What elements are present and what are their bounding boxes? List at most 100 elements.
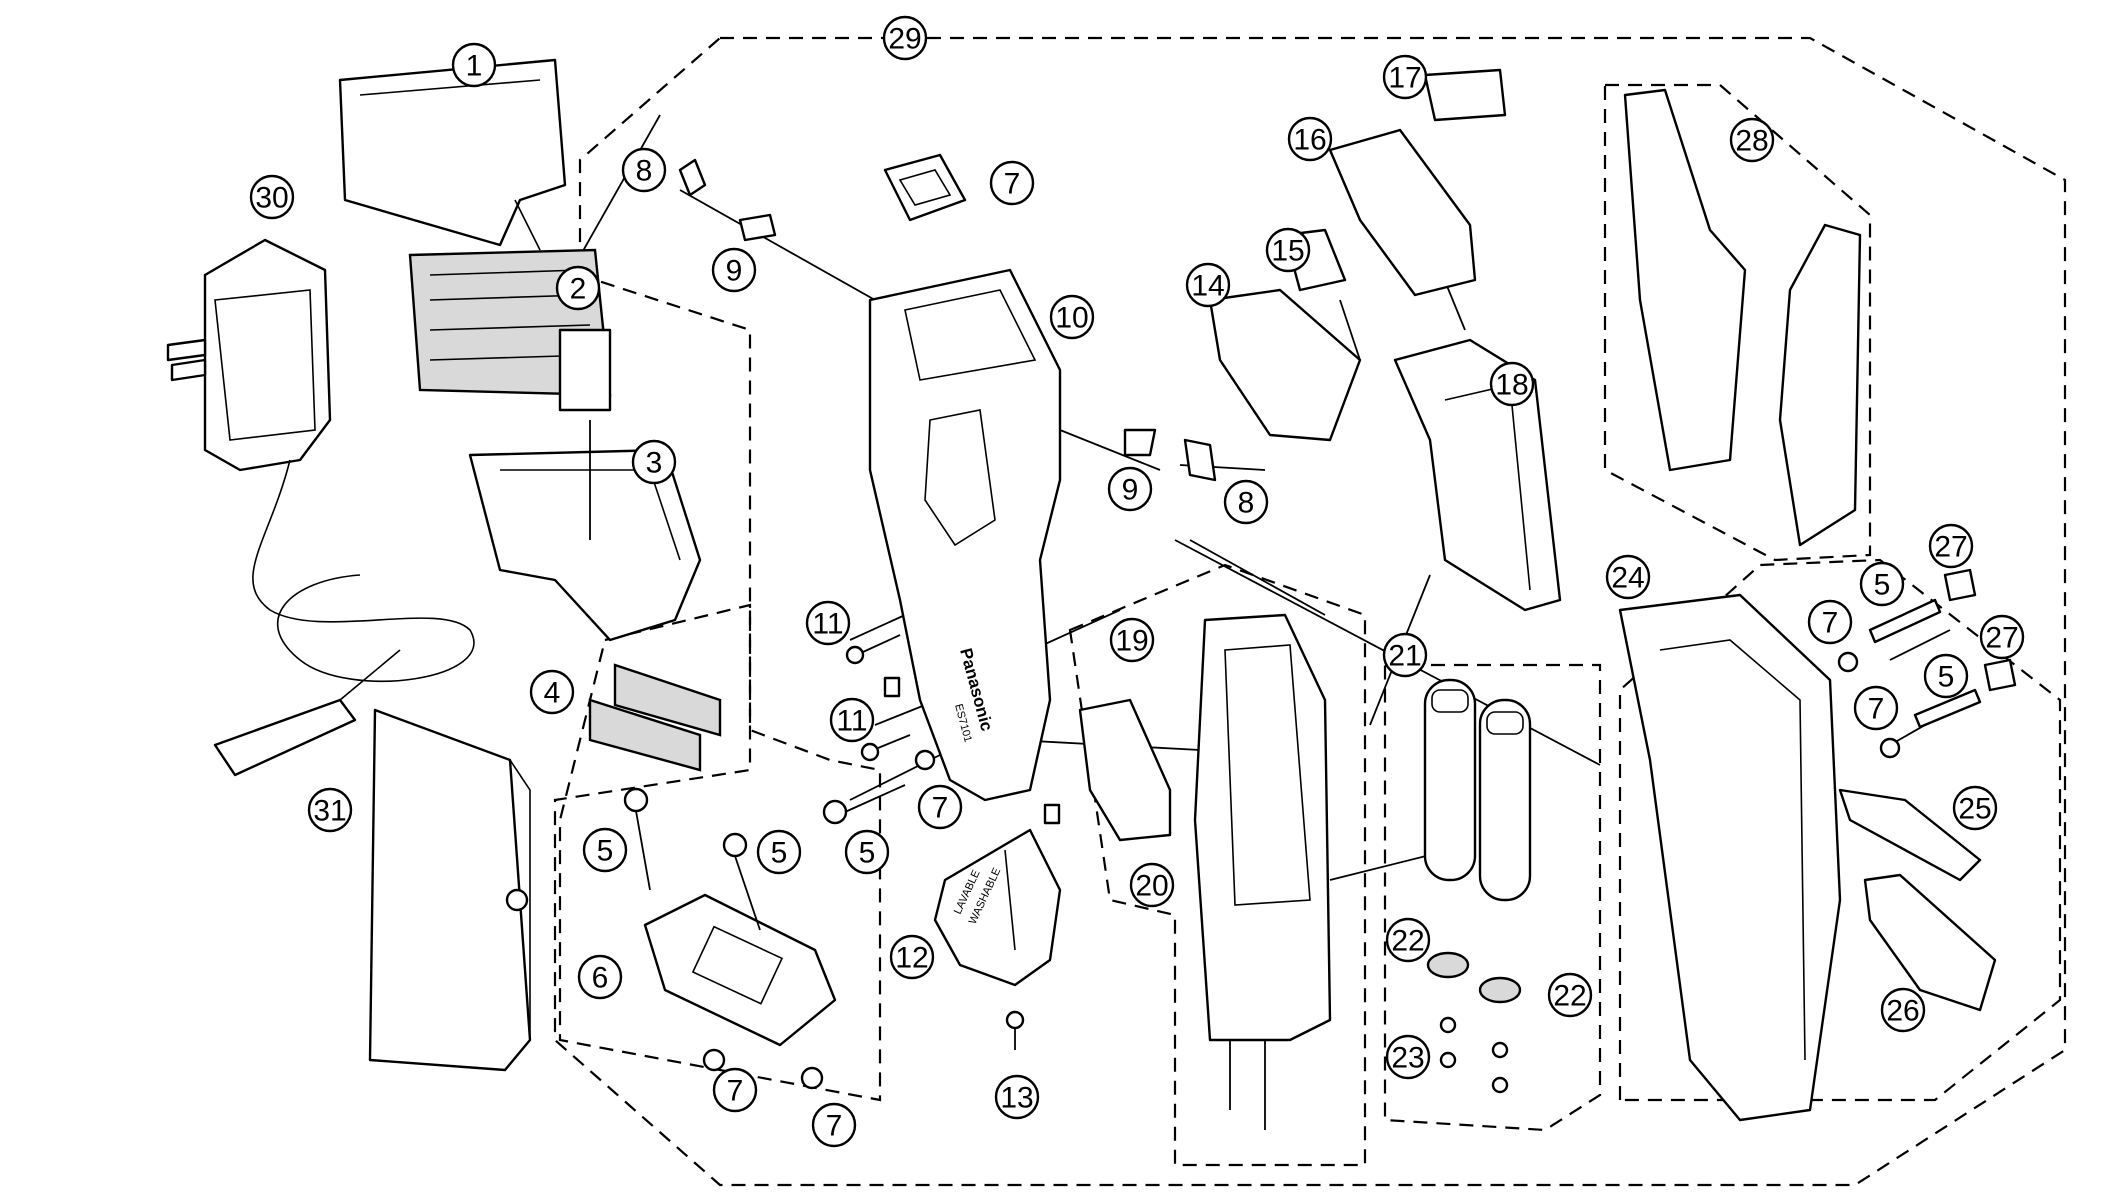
washer-23a bbox=[1439, 1016, 1457, 1034]
callout-29: 29 bbox=[882, 15, 928, 61]
svg-text:17: 17 bbox=[1388, 62, 1421, 95]
svg-text:8: 8 bbox=[636, 155, 653, 188]
svg-text:18: 18 bbox=[1495, 369, 1528, 402]
svg-text:19: 19 bbox=[1115, 625, 1148, 658]
button-8-right bbox=[1183, 438, 1217, 482]
callout-7-c: 7 bbox=[989, 160, 1035, 206]
group-4-6-boundary bbox=[558, 603, 882, 1102]
side-cover-28-right bbox=[1778, 223, 1862, 547]
svg-text:12: 12 bbox=[895, 942, 928, 975]
inner-blades bbox=[588, 663, 722, 772]
callout-22-b: 22 bbox=[1547, 972, 1593, 1018]
screw-5-back-bottom bbox=[1913, 688, 1982, 729]
callout-7-b: 7 bbox=[811, 1102, 857, 1148]
svg-text:31: 31 bbox=[313, 795, 346, 828]
callout-10: 10 bbox=[1049, 294, 1095, 340]
svg-text:1: 1 bbox=[466, 50, 483, 83]
callout-11-a: 11 bbox=[805, 600, 851, 646]
callout-9-b: 9 bbox=[1107, 466, 1153, 512]
protective-cap bbox=[338, 58, 567, 251]
callout-14: 14 bbox=[1185, 262, 1231, 308]
callout-17: 17 bbox=[1382, 54, 1428, 100]
svg-text:14: 14 bbox=[1191, 270, 1224, 303]
insulator-22-right bbox=[1478, 976, 1522, 1004]
svg-text:28: 28 bbox=[1735, 125, 1768, 158]
callout-28: 28 bbox=[1729, 117, 1775, 163]
callout-5-a: 5 bbox=[582, 827, 628, 873]
svg-text:7: 7 bbox=[1822, 607, 1839, 640]
svg-text:5: 5 bbox=[771, 837, 788, 870]
svg-text:7: 7 bbox=[826, 1110, 843, 1143]
callout-8-a: 8 bbox=[621, 147, 667, 193]
callout-26: 26 bbox=[1880, 987, 1926, 1033]
motor-housing-18 bbox=[1393, 338, 1562, 612]
svg-text:20: 20 bbox=[1135, 870, 1168, 903]
back-case-24 bbox=[1618, 593, 1842, 1122]
spring-9-left bbox=[738, 213, 777, 242]
callout-5-b: 5 bbox=[756, 829, 802, 875]
callout-5-d: 5 bbox=[1859, 561, 1905, 607]
callout-3: 3 bbox=[631, 439, 677, 485]
holder-14 bbox=[1208, 288, 1362, 442]
callout-20: 20 bbox=[1129, 862, 1175, 908]
cover-plate bbox=[643, 893, 837, 1047]
group-21-23-boundary bbox=[1383, 663, 1602, 1132]
svg-text:21: 21 bbox=[1388, 640, 1421, 673]
battery-21-left bbox=[1423, 678, 1477, 882]
callout-16: 16 bbox=[1287, 116, 1333, 162]
callout-4: 4 bbox=[529, 669, 575, 715]
svg-text:9: 9 bbox=[726, 255, 743, 288]
bushing-11a bbox=[883, 676, 901, 698]
callout-9-a: 9 bbox=[711, 247, 757, 293]
washer-23d bbox=[1491, 1076, 1509, 1094]
bracket-19 bbox=[1078, 698, 1172, 842]
insulator-22-left bbox=[1426, 951, 1470, 979]
svg-text:11: 11 bbox=[836, 705, 867, 738]
screw-5-left bbox=[623, 787, 651, 891]
gasket-7 bbox=[883, 153, 967, 222]
side-cover-28-left bbox=[1623, 88, 1747, 472]
cap-27-bottom bbox=[1983, 658, 2017, 692]
svg-text:7: 7 bbox=[1004, 168, 1021, 201]
screw-5-right bbox=[722, 832, 761, 931]
callout-15: 15 bbox=[1265, 227, 1311, 273]
callout-27-a: 27 bbox=[1928, 523, 1974, 569]
battery-21-right bbox=[1478, 698, 1532, 902]
svg-text:23: 23 bbox=[1391, 1042, 1424, 1075]
switch-25 bbox=[1838, 788, 1982, 882]
callout-2: 2 bbox=[555, 265, 601, 311]
spring-9-right bbox=[1123, 428, 1157, 457]
bushing-11b bbox=[1043, 803, 1061, 825]
trimmer-26 bbox=[1863, 873, 1997, 1012]
callout-6: 6 bbox=[577, 954, 623, 1000]
svg-text:8: 8 bbox=[1238, 487, 1255, 520]
circuit-board-20 bbox=[1193, 613, 1332, 1130]
svg-text:25: 25 bbox=[1958, 793, 1991, 826]
svg-text:15: 15 bbox=[1271, 235, 1304, 268]
screw-13 bbox=[1005, 1010, 1025, 1050]
callout-21: 21 bbox=[1382, 632, 1428, 678]
callout-7-d: 7 bbox=[917, 784, 963, 830]
svg-text:30: 30 bbox=[255, 182, 288, 215]
svg-text:5: 5 bbox=[597, 835, 614, 868]
main-body: Panasonic ES7101 bbox=[868, 268, 1062, 802]
callout-31: 31 bbox=[307, 787, 353, 833]
svg-text:5: 5 bbox=[1938, 661, 1955, 694]
screw-5-back-top bbox=[1868, 598, 1942, 644]
callout-27-b: 27 bbox=[1979, 614, 2025, 660]
washer-7-a bbox=[702, 1048, 726, 1072]
callout-13: 13 bbox=[994, 1074, 1040, 1120]
frame-16 bbox=[1328, 128, 1477, 297]
washer-7-b bbox=[800, 1066, 824, 1090]
svg-text:22: 22 bbox=[1553, 980, 1586, 1013]
callout-23: 23 bbox=[1385, 1034, 1431, 1080]
screw-11-top bbox=[845, 634, 901, 665]
svg-text:5: 5 bbox=[859, 837, 876, 870]
callout-25: 25 bbox=[1952, 785, 1998, 831]
cap-27-top bbox=[1943, 568, 1977, 602]
svg-text:7: 7 bbox=[727, 1075, 744, 1108]
callout-1: 1 bbox=[451, 42, 497, 88]
screw-11-bottom bbox=[860, 734, 911, 762]
callout-5-e: 5 bbox=[1923, 653, 1969, 699]
